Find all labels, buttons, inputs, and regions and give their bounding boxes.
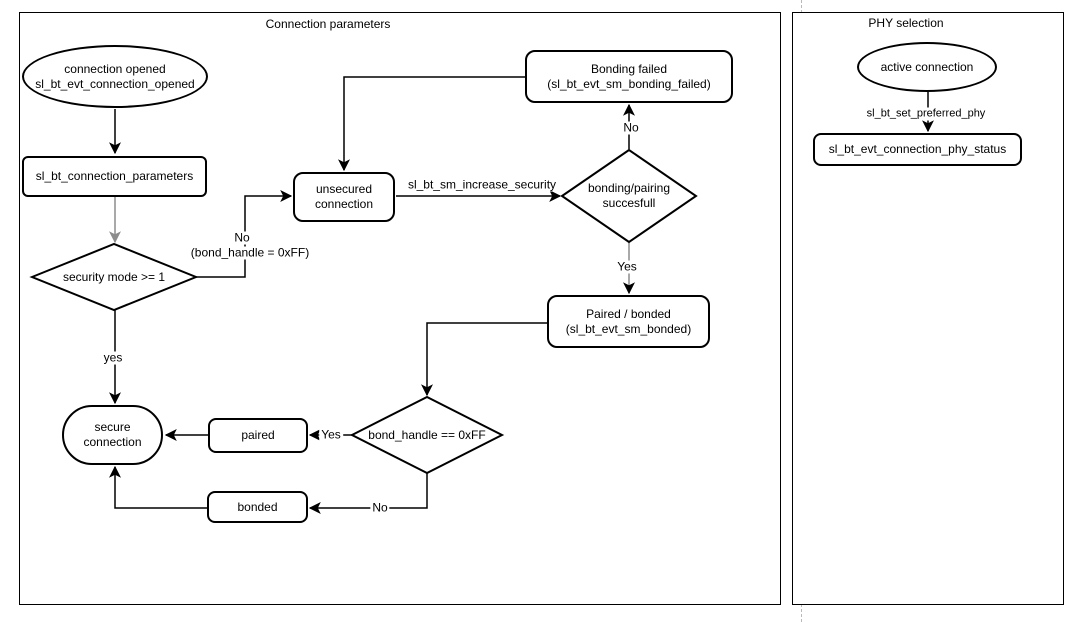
panel-title-connection-parameters: Connection parameters [265, 17, 391, 31]
node-connection-opened: connection opened sl_bt_evt_connection_o… [22, 45, 208, 108]
node-bonding-pairing-label: bonding/pairing succesfull [562, 150, 696, 242]
node-active-connection: active connection [857, 42, 997, 92]
node-phy-status: sl_bt_evt_connection_phy_status [813, 133, 1022, 166]
node-connection-parameters-label: sl_bt_connection_parameters [35, 169, 194, 183]
node-unsecured-line2: connection [314, 197, 374, 211]
edge-label-security-no: No [232, 230, 252, 245]
node-bonded: bonded [207, 491, 308, 523]
bond-handle-text: bond_handle == 0xFF [368, 427, 486, 442]
node-secure-line1: secure [94, 420, 131, 434]
node-paired-bonded-sublabel: (sl_bt_evt_sm_bonded) [565, 321, 692, 336]
edge-label-security-no-detail: (bond_handle = 0xFF) [188, 245, 312, 260]
bonding-pairing-line1: bonding/pairing [587, 181, 671, 195]
node-connection-opened-sublabel: sl_bt_evt_connection_opened [35, 76, 195, 91]
edge-label-increase-security: sl_bt_sm_increase_security [405, 177, 559, 192]
node-bonding-failed-label: Bonding failed [590, 61, 668, 76]
edge-label-handle-no: No [370, 500, 390, 515]
node-paired-label: paired [241, 428, 275, 442]
node-connection-opened-label: connection opened [64, 61, 166, 76]
node-bond-handle-label: bond_handle == 0xFF [352, 397, 502, 473]
node-paired-bonded: Paired / bonded (sl_bt_evt_sm_bonded) [547, 295, 710, 348]
edge-label-handle-yes: Yes [319, 427, 343, 442]
security-mode-text: security mode >= 1 [62, 269, 166, 284]
node-connection-parameters: sl_bt_connection_parameters [22, 156, 207, 197]
node-unsecured-connection: unsecured connection [293, 172, 395, 222]
node-bonded-label: bonded [237, 499, 278, 514]
node-bonding-failed: Bonding failed (sl_bt_evt_sm_bonding_fai… [525, 50, 733, 103]
node-paired: paired [208, 418, 308, 453]
node-unsecured-line1: unsecured [315, 182, 373, 196]
edge-label-pairing-yes: Yes [615, 259, 639, 274]
node-paired-bonded-label: Paired / bonded [586, 306, 671, 321]
panel-phy-selection [792, 12, 1064, 605]
edge-label-pairing-no: No [621, 120, 641, 135]
bonding-pairing-line2: succesfull [602, 196, 656, 210]
node-active-connection-label: active connection [880, 59, 974, 74]
node-security-mode-label: security mode >= 1 [32, 244, 196, 310]
edge-label-security-yes: yes [101, 350, 125, 365]
node-secure-line2: connection [83, 435, 142, 449]
edge-label-set-preferred-phy: sl_bt_set_preferred_phy [864, 107, 988, 121]
panel-title-phy-selection: PHY selection [868, 16, 944, 30]
node-secure-connection: secure connection [62, 405, 163, 465]
node-phy-status-label: sl_bt_evt_connection_phy_status [828, 142, 1007, 156]
node-bonding-failed-sublabel: (sl_bt_evt_sm_bonding_failed) [547, 76, 711, 91]
